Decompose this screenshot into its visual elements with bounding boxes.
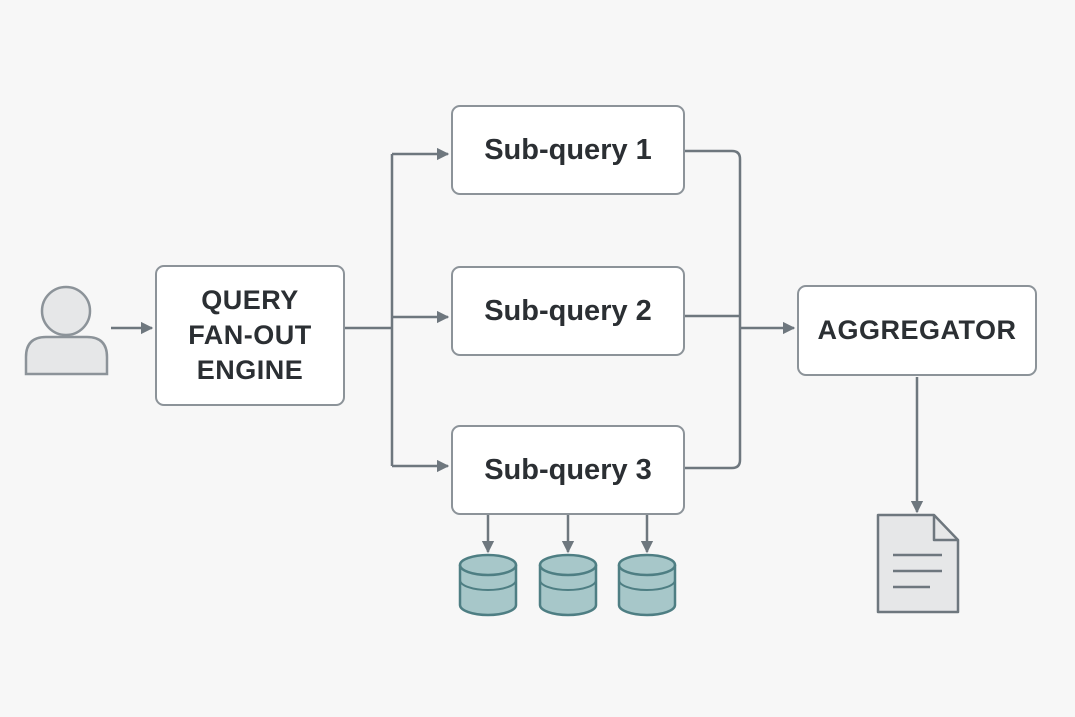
database-icon <box>458 553 518 617</box>
subquery-1-return-line <box>685 149 742 328</box>
subquery-3-return-line <box>685 328 742 470</box>
engine-label-line-1: QUERY <box>201 285 299 315</box>
engine-label-line-3: ENGINE <box>196 355 304 385</box>
subquery-1-box: Sub-query 1 <box>451 105 685 195</box>
engine-label-line-2: FAN-OUT <box>188 320 312 350</box>
database-icon <box>538 553 598 617</box>
query-fan-out-engine-box: QUERY FAN-OUT ENGINE <box>155 265 345 406</box>
aggregator-box: AGGREGATOR <box>797 285 1037 376</box>
aggregator-label: AGGREGATOR <box>817 315 1017 345</box>
database-icon <box>617 553 677 617</box>
subquery-2-box: Sub-query 2 <box>451 266 685 356</box>
subquery-3-label: Sub-query 3 <box>484 453 652 486</box>
user-icon <box>24 285 109 376</box>
document-icon <box>876 513 960 614</box>
subquery-3-box: Sub-query 3 <box>451 425 685 515</box>
subquery-2-label: Sub-query 2 <box>484 294 652 327</box>
subquery-1-label: Sub-query 1 <box>484 133 652 166</box>
